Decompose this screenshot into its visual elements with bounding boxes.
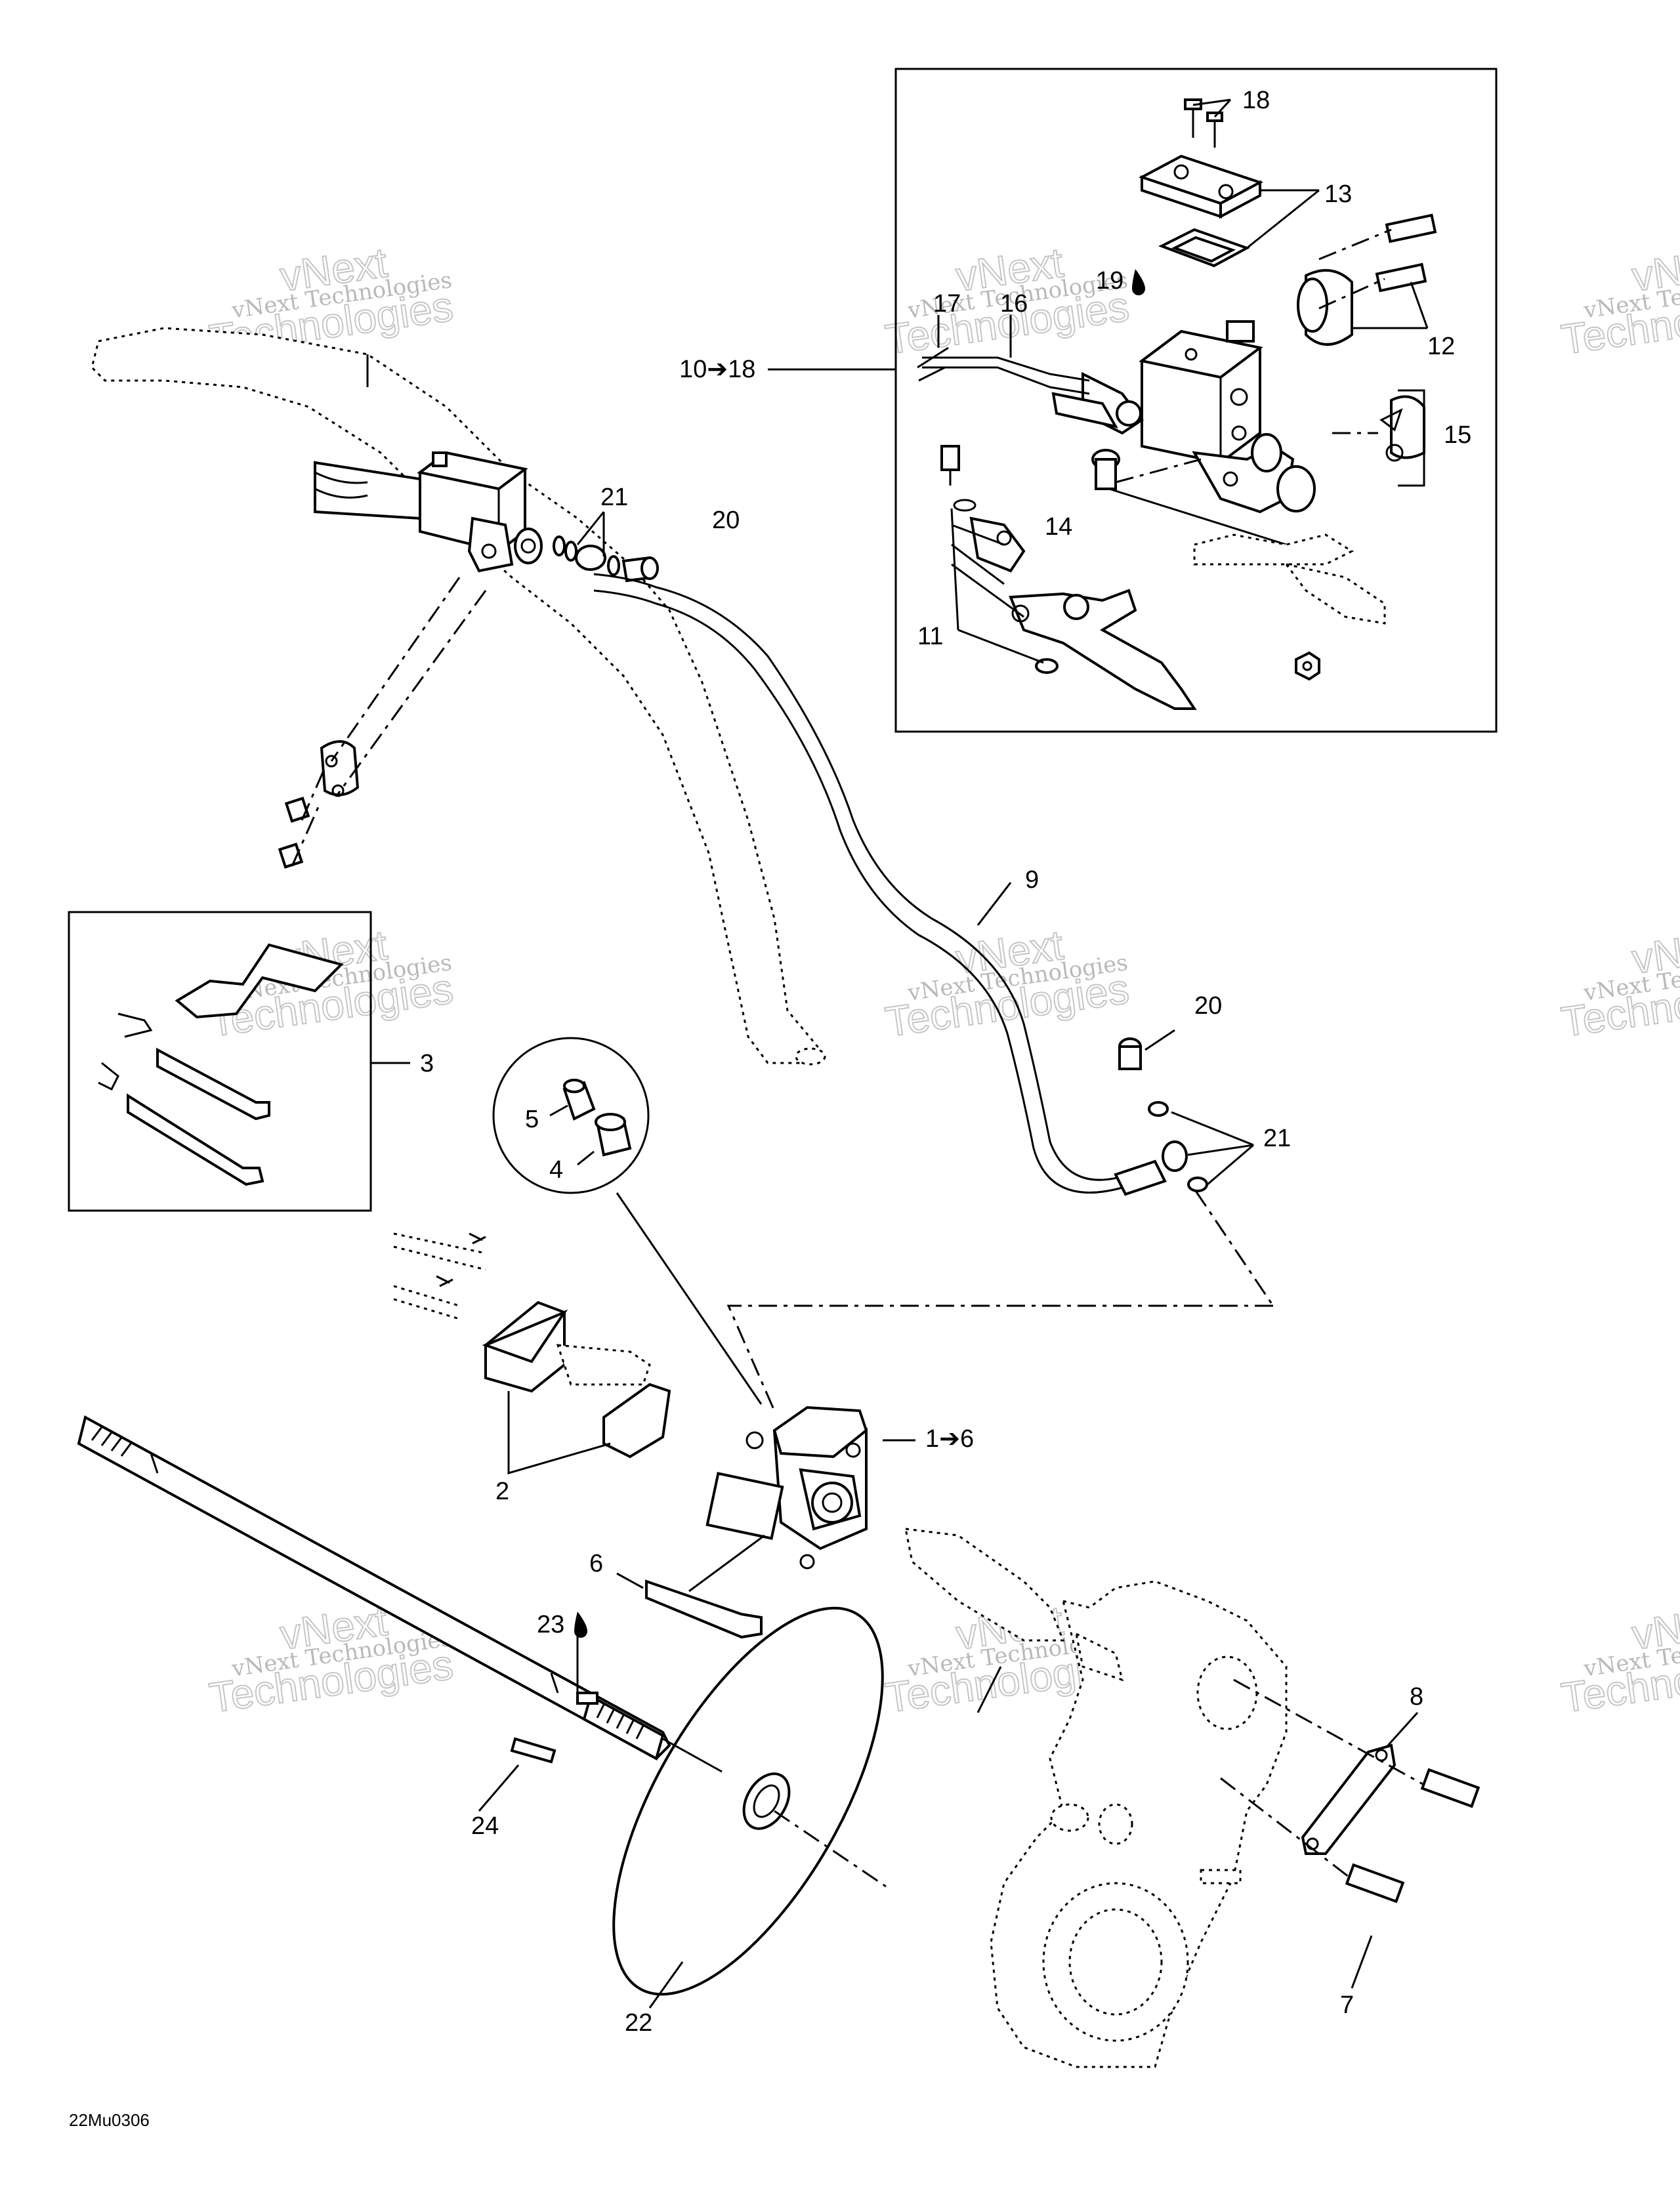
brake-lever-11 — [940, 445, 1197, 710]
brake-switch-15 — [1332, 389, 1425, 487]
callout-24: 24 — [471, 1812, 499, 1840]
callout-9: 9 — [1025, 866, 1039, 894]
callout-6: 6 — [589, 1550, 603, 1577]
screw-18 — [1184, 98, 1232, 148]
watermark-top: vNext — [1629, 239, 1680, 301]
master-cylinder — [314, 451, 543, 573]
caliper — [705, 1406, 915, 1570]
callout-5: 5 — [525, 1106, 539, 1133]
detail-box-3 — [68, 911, 372, 1212]
watermark-top: vNext — [1629, 1597, 1680, 1659]
hose-to-caliper-dash — [726, 1304, 1273, 1411]
callout-17: 17 — [933, 290, 961, 318]
callout-21-top: 21 — [600, 484, 628, 511]
callout-12: 12 — [1427, 333, 1455, 360]
handlebar-ghost-detail — [1193, 533, 1386, 625]
nut-detail — [1295, 651, 1320, 681]
callout-2: 2 — [495, 1478, 509, 1505]
fluid-drop-icon — [1132, 269, 1145, 295]
clamp-12 — [1297, 213, 1437, 346]
callout-20-top: 20 — [712, 507, 740, 534]
chaincase-housing — [904, 1528, 1288, 2068]
callout-16: 16 — [1000, 290, 1028, 318]
callout-18: 18 — [1242, 87, 1270, 114]
pad-pin-6 — [616, 1534, 765, 1639]
callout-labels: 1➔6 2 3 4 5 6 7 8 9 10➔18 11 12 13 14 15… — [69, 87, 1471, 2130]
callout-22: 22 — [625, 2009, 652, 2037]
callout-13: 13 — [1324, 180, 1352, 208]
brake-pads-2 — [393, 1232, 671, 1474]
detail-circle-bleeder — [492, 1037, 763, 1405]
reservoir-cover-13 — [1138, 154, 1320, 268]
bracket-8-bolts-7 — [1220, 1678, 1480, 1989]
brake-disc-22 — [612, 1606, 887, 2009]
callout-7: 7 — [1340, 1991, 1354, 2019]
detail-box-master-cylinder — [894, 68, 1498, 733]
banjo-fitting-top — [553, 511, 659, 583]
callout-4: 4 — [549, 1156, 563, 1184]
callout-10-18: 10➔18 — [679, 356, 755, 383]
callout-11: 11 — [917, 623, 943, 650]
drawing-reference: 22Mu0306 — [69, 2110, 150, 2130]
callout-3: 3 — [420, 1050, 434, 1077]
handlebar — [91, 327, 826, 1066]
callout-23: 23 — [537, 1611, 564, 1638]
master-cylinder-body-detail — [1139, 320, 1295, 514]
callout-14: 14 — [1045, 513, 1072, 541]
watermark-top: vNext — [1629, 921, 1680, 983]
pad-pins-3 — [98, 943, 410, 1186]
callout-19: 19 — [1096, 267, 1124, 295]
callout-15: 15 — [1444, 421, 1471, 449]
callout-1-6: 1➔6 — [925, 1425, 974, 1453]
banjo-bolt-lower — [1118, 1029, 1274, 1306]
pushrod-16-17 — [917, 315, 1118, 428]
callout-21-bottom: 21 — [1263, 1125, 1291, 1152]
brake-hose-9 — [593, 573, 1188, 1196]
drive-shaft-23 — [77, 1415, 671, 1760]
grease-drop-icon — [574, 1612, 587, 1638]
key-24 — [478, 1737, 556, 1812]
callout-20-bottom: 20 — [1194, 992, 1222, 1020]
callout-8: 8 — [1410, 1683, 1423, 1711]
handlebar-clamp-bolts — [278, 577, 487, 869]
